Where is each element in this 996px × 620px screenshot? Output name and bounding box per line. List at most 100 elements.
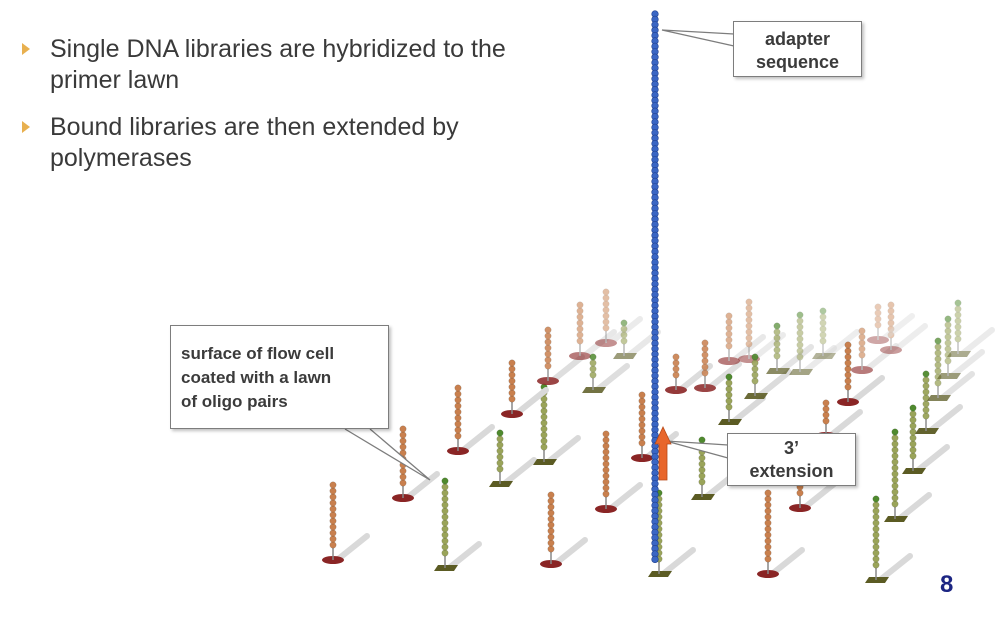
strand-bead xyxy=(496,453,504,461)
strand-bead xyxy=(547,503,555,511)
stalk-base xyxy=(582,387,606,393)
oligo-stalk xyxy=(533,383,581,465)
strand-bead xyxy=(620,337,628,345)
strand-bead xyxy=(909,446,917,454)
strand-bead xyxy=(796,353,804,361)
strand-bead xyxy=(909,422,917,430)
strand-bead xyxy=(589,353,597,361)
strand-bead xyxy=(725,318,733,326)
strand-bead xyxy=(891,476,899,484)
strand-bead xyxy=(764,501,772,509)
extension-pointer xyxy=(665,440,729,459)
strand-bead xyxy=(638,409,646,417)
stalk-shadow xyxy=(824,329,860,359)
strand-bead xyxy=(751,353,759,361)
strand-bead xyxy=(547,539,555,547)
stalk-base xyxy=(867,336,889,344)
strand-bead xyxy=(725,330,733,338)
strand-bead xyxy=(858,351,866,359)
strand-bead xyxy=(954,299,962,307)
strand-bead xyxy=(547,533,555,541)
strand-bead xyxy=(891,458,899,466)
adapter-pointer xyxy=(661,29,735,47)
oligo-stalk xyxy=(937,315,985,379)
stalk-base xyxy=(865,577,889,583)
strand-bead xyxy=(858,339,866,347)
strand-bead xyxy=(944,339,952,347)
strand-bead xyxy=(858,345,866,353)
strand-bead xyxy=(544,332,552,340)
strand-bead xyxy=(441,525,449,533)
strand-bead xyxy=(589,365,597,373)
strand-bead xyxy=(934,367,942,375)
strand-bead xyxy=(672,371,680,379)
strand-bead xyxy=(454,420,462,428)
strand-bead xyxy=(725,336,733,344)
three-prime-extension-callout: 3’ extension xyxy=(727,433,856,486)
strand-bead xyxy=(751,377,759,385)
strand-bead xyxy=(602,430,610,438)
strand-bead xyxy=(725,342,733,350)
strand-bead xyxy=(745,322,753,330)
strand-bead xyxy=(454,414,462,422)
strand-bead xyxy=(891,446,899,454)
strand-bead xyxy=(329,511,337,519)
strand-bead xyxy=(934,343,942,351)
strand-bead xyxy=(329,499,337,507)
strand-bead xyxy=(496,429,504,437)
oligo-stalk xyxy=(880,301,928,354)
strand-bead xyxy=(540,419,548,427)
strand-bead xyxy=(441,477,449,485)
strand-bead xyxy=(909,440,917,448)
strand-bead xyxy=(496,459,504,467)
strand-bead xyxy=(954,323,962,331)
strand-bead xyxy=(589,371,597,379)
strand-bead xyxy=(602,442,610,450)
flow-cell-surface-callout: surface of flow cell coated with a lawn … xyxy=(170,325,389,429)
strand-bead xyxy=(887,325,895,333)
stalk-shadow xyxy=(939,371,975,401)
strand-bead xyxy=(329,493,337,501)
strand-bead xyxy=(602,324,610,332)
strand-bead xyxy=(496,447,504,455)
stalk-shadow xyxy=(513,387,549,417)
strand-bead xyxy=(441,519,449,527)
oligo-stalk xyxy=(501,359,549,418)
strand-bead xyxy=(602,472,610,480)
strand-bead xyxy=(944,327,952,335)
oligo-stalk xyxy=(718,373,766,425)
strand-bead xyxy=(496,435,504,443)
strand-bead xyxy=(773,322,781,330)
stalk-base xyxy=(533,459,557,465)
strand-bead xyxy=(909,452,917,460)
strand-bead xyxy=(891,434,899,442)
oligo-stalk xyxy=(489,429,537,487)
strand-bead xyxy=(874,321,882,329)
strand-bead xyxy=(764,489,772,497)
strand-bead xyxy=(773,334,781,342)
strand-bead xyxy=(773,328,781,336)
strand-bead xyxy=(399,467,407,475)
strand-bead xyxy=(745,334,753,342)
oligo-stalk xyxy=(631,391,679,462)
stalk-base xyxy=(434,565,458,571)
strand-bead xyxy=(672,359,680,367)
strand-bead xyxy=(672,365,680,373)
strand-bead xyxy=(751,365,759,373)
strand-bead xyxy=(891,428,899,436)
oligo-stalk xyxy=(789,311,837,375)
strand-bead xyxy=(701,339,709,347)
stalk-shadow xyxy=(607,482,643,512)
strand-bead xyxy=(508,395,516,403)
oligo-stalk xyxy=(537,326,585,385)
strand-bead xyxy=(441,495,449,503)
oligo-stalk xyxy=(812,307,860,359)
callout-pointers xyxy=(344,29,735,481)
strand-bead xyxy=(922,412,930,420)
strand-bead xyxy=(796,311,804,319)
strand-bead xyxy=(909,428,917,436)
stalk-shadow xyxy=(730,334,766,364)
strand-bead xyxy=(544,344,552,352)
strand-bead xyxy=(751,359,759,367)
strand-bead xyxy=(508,371,516,379)
